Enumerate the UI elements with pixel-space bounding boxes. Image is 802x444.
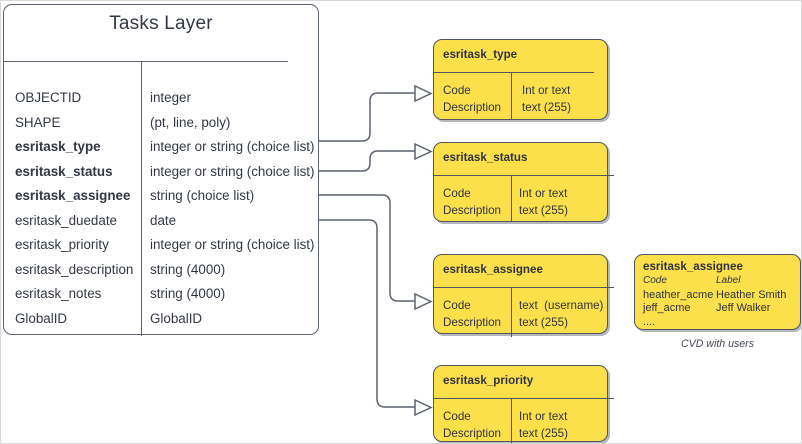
field-name: OBJECTID xyxy=(15,90,82,105)
cvd-title: esritask_assignee xyxy=(643,260,743,273)
field-name: esritask_type xyxy=(15,139,101,154)
domain-code-column: Code Description xyxy=(443,299,501,329)
field-type: integer or string (choice list) xyxy=(150,163,315,179)
field-name: esritask_status xyxy=(15,163,113,179)
connector-assignee xyxy=(319,194,415,302)
domain-header-divider xyxy=(434,287,614,288)
field-name: esritask_duedate xyxy=(15,212,117,228)
field-type: GlobalID xyxy=(150,310,203,326)
field-name: SHAPE xyxy=(15,114,61,130)
domain-code-column: Code Description xyxy=(443,84,501,114)
domain-title: esritask_assignee xyxy=(443,263,543,276)
table-row[interactable]: esritask_notes string (4000) xyxy=(4,286,318,311)
cvd-code: jeff_acme xyxy=(643,302,691,315)
domain-title: esritask_type xyxy=(443,48,518,61)
domain-code-column: Code Description xyxy=(443,410,501,440)
cvd-code: .... xyxy=(643,315,656,328)
page-title: Tasks Layer xyxy=(109,13,213,34)
table-row[interactable]: esritask_assignee string (choice list) xyxy=(4,188,318,213)
arrowhead-type xyxy=(414,84,433,103)
domain-header-divider xyxy=(434,175,614,176)
domain-box-esritask-priority[interactable]: esritask_priority Code Description Int o… xyxy=(433,365,614,443)
connector-type xyxy=(319,92,415,142)
domain-header-divider xyxy=(434,72,594,73)
domain-box-esritask-type[interactable]: esritask_type Code Description Int or te… xyxy=(433,39,608,120)
domain-column-divider xyxy=(511,175,512,222)
title-divider xyxy=(4,61,288,62)
column-divider xyxy=(141,61,142,336)
list-item: jeff_acme Jeff Walker xyxy=(643,302,796,316)
arrowhead-priority xyxy=(414,398,433,417)
cvd-label: Heather Smith xyxy=(716,288,787,301)
list-item: heather_acme Heather Smith xyxy=(643,289,796,303)
cvd-sample-box[interactable]: esritask_assignee Code Label heather_acm… xyxy=(634,254,801,330)
arrowhead-status xyxy=(414,142,433,161)
field-type: date xyxy=(150,212,177,228)
field-name: esritask_notes xyxy=(15,286,102,301)
table-row[interactable]: OBJECTID integer xyxy=(4,90,318,115)
field-name: esritask_assignee xyxy=(15,188,131,203)
field-type: integer or string (choice list) xyxy=(150,139,315,154)
field-name: GlobalID xyxy=(15,310,68,326)
tasks-layer-entity[interactable]: Tasks Layer OBJECTID integer SHAPE (pt, … xyxy=(3,4,319,336)
table-row[interactable]: esritask_priority integer or string (cho… xyxy=(4,237,318,262)
field-name: esritask_description xyxy=(15,261,134,277)
cvd-label: Jeff Walker xyxy=(716,302,771,315)
cvd-code: heather_acme xyxy=(643,288,714,301)
domain-box-esritask-assignee[interactable]: esritask_assignee Code Description text … xyxy=(433,254,614,337)
field-type: integer xyxy=(150,90,191,105)
arrowhead-assignee xyxy=(414,292,433,311)
connector-status xyxy=(319,150,415,172)
domain-title: esritask_status xyxy=(443,151,528,164)
domain-column-divider xyxy=(511,287,512,337)
domain-box-esritask-status[interactable]: esritask_status Code Description Int or … xyxy=(433,142,614,222)
domain-type-column: Int or text text (255) xyxy=(519,187,568,217)
domain-column-divider xyxy=(511,398,512,443)
domain-title: esritask_priority xyxy=(443,374,534,387)
table-row[interactable]: esritask_type integer or string (choice … xyxy=(4,139,318,164)
list-item: .... xyxy=(643,316,796,330)
table-row[interactable]: esritask_duedate date xyxy=(4,213,318,238)
field-type: (pt, line, poly) xyxy=(150,114,231,130)
field-type: integer or string (choice list) xyxy=(150,237,315,252)
table-row[interactable]: esritask_status integer or string (choic… xyxy=(4,164,318,189)
domain-type-column: text (username) text (255) xyxy=(519,299,604,329)
connector-priority xyxy=(319,219,415,408)
domain-header-divider xyxy=(434,398,614,399)
domain-type-column: Int or text text (255) xyxy=(522,84,571,114)
field-type: string (choice list) xyxy=(150,188,255,203)
domain-type-column: Int or text text (255) xyxy=(519,410,568,440)
cvd-grid: Code Label heather_acme Heather Smith je… xyxy=(643,275,796,329)
table-row[interactable]: esritask_description string (4000) xyxy=(4,262,318,287)
domain-code-column: Code Description xyxy=(443,187,501,217)
field-type: string (4000) xyxy=(150,286,226,301)
cvd-caption: CVD with users xyxy=(681,338,754,350)
cvd-header-row: Code Label xyxy=(643,275,796,289)
field-name: esritask_priority xyxy=(15,237,109,252)
field-list: OBJECTID integer SHAPE (pt, line, poly) … xyxy=(4,90,318,335)
table-row[interactable]: SHAPE (pt, line, poly) xyxy=(4,115,318,140)
cvd-header-code: Code xyxy=(643,275,667,286)
table-row[interactable]: GlobalID GlobalID xyxy=(4,311,318,336)
cvd-header-label: Label xyxy=(716,275,741,286)
domain-column-divider xyxy=(511,72,512,120)
field-type: string (4000) xyxy=(150,261,226,277)
